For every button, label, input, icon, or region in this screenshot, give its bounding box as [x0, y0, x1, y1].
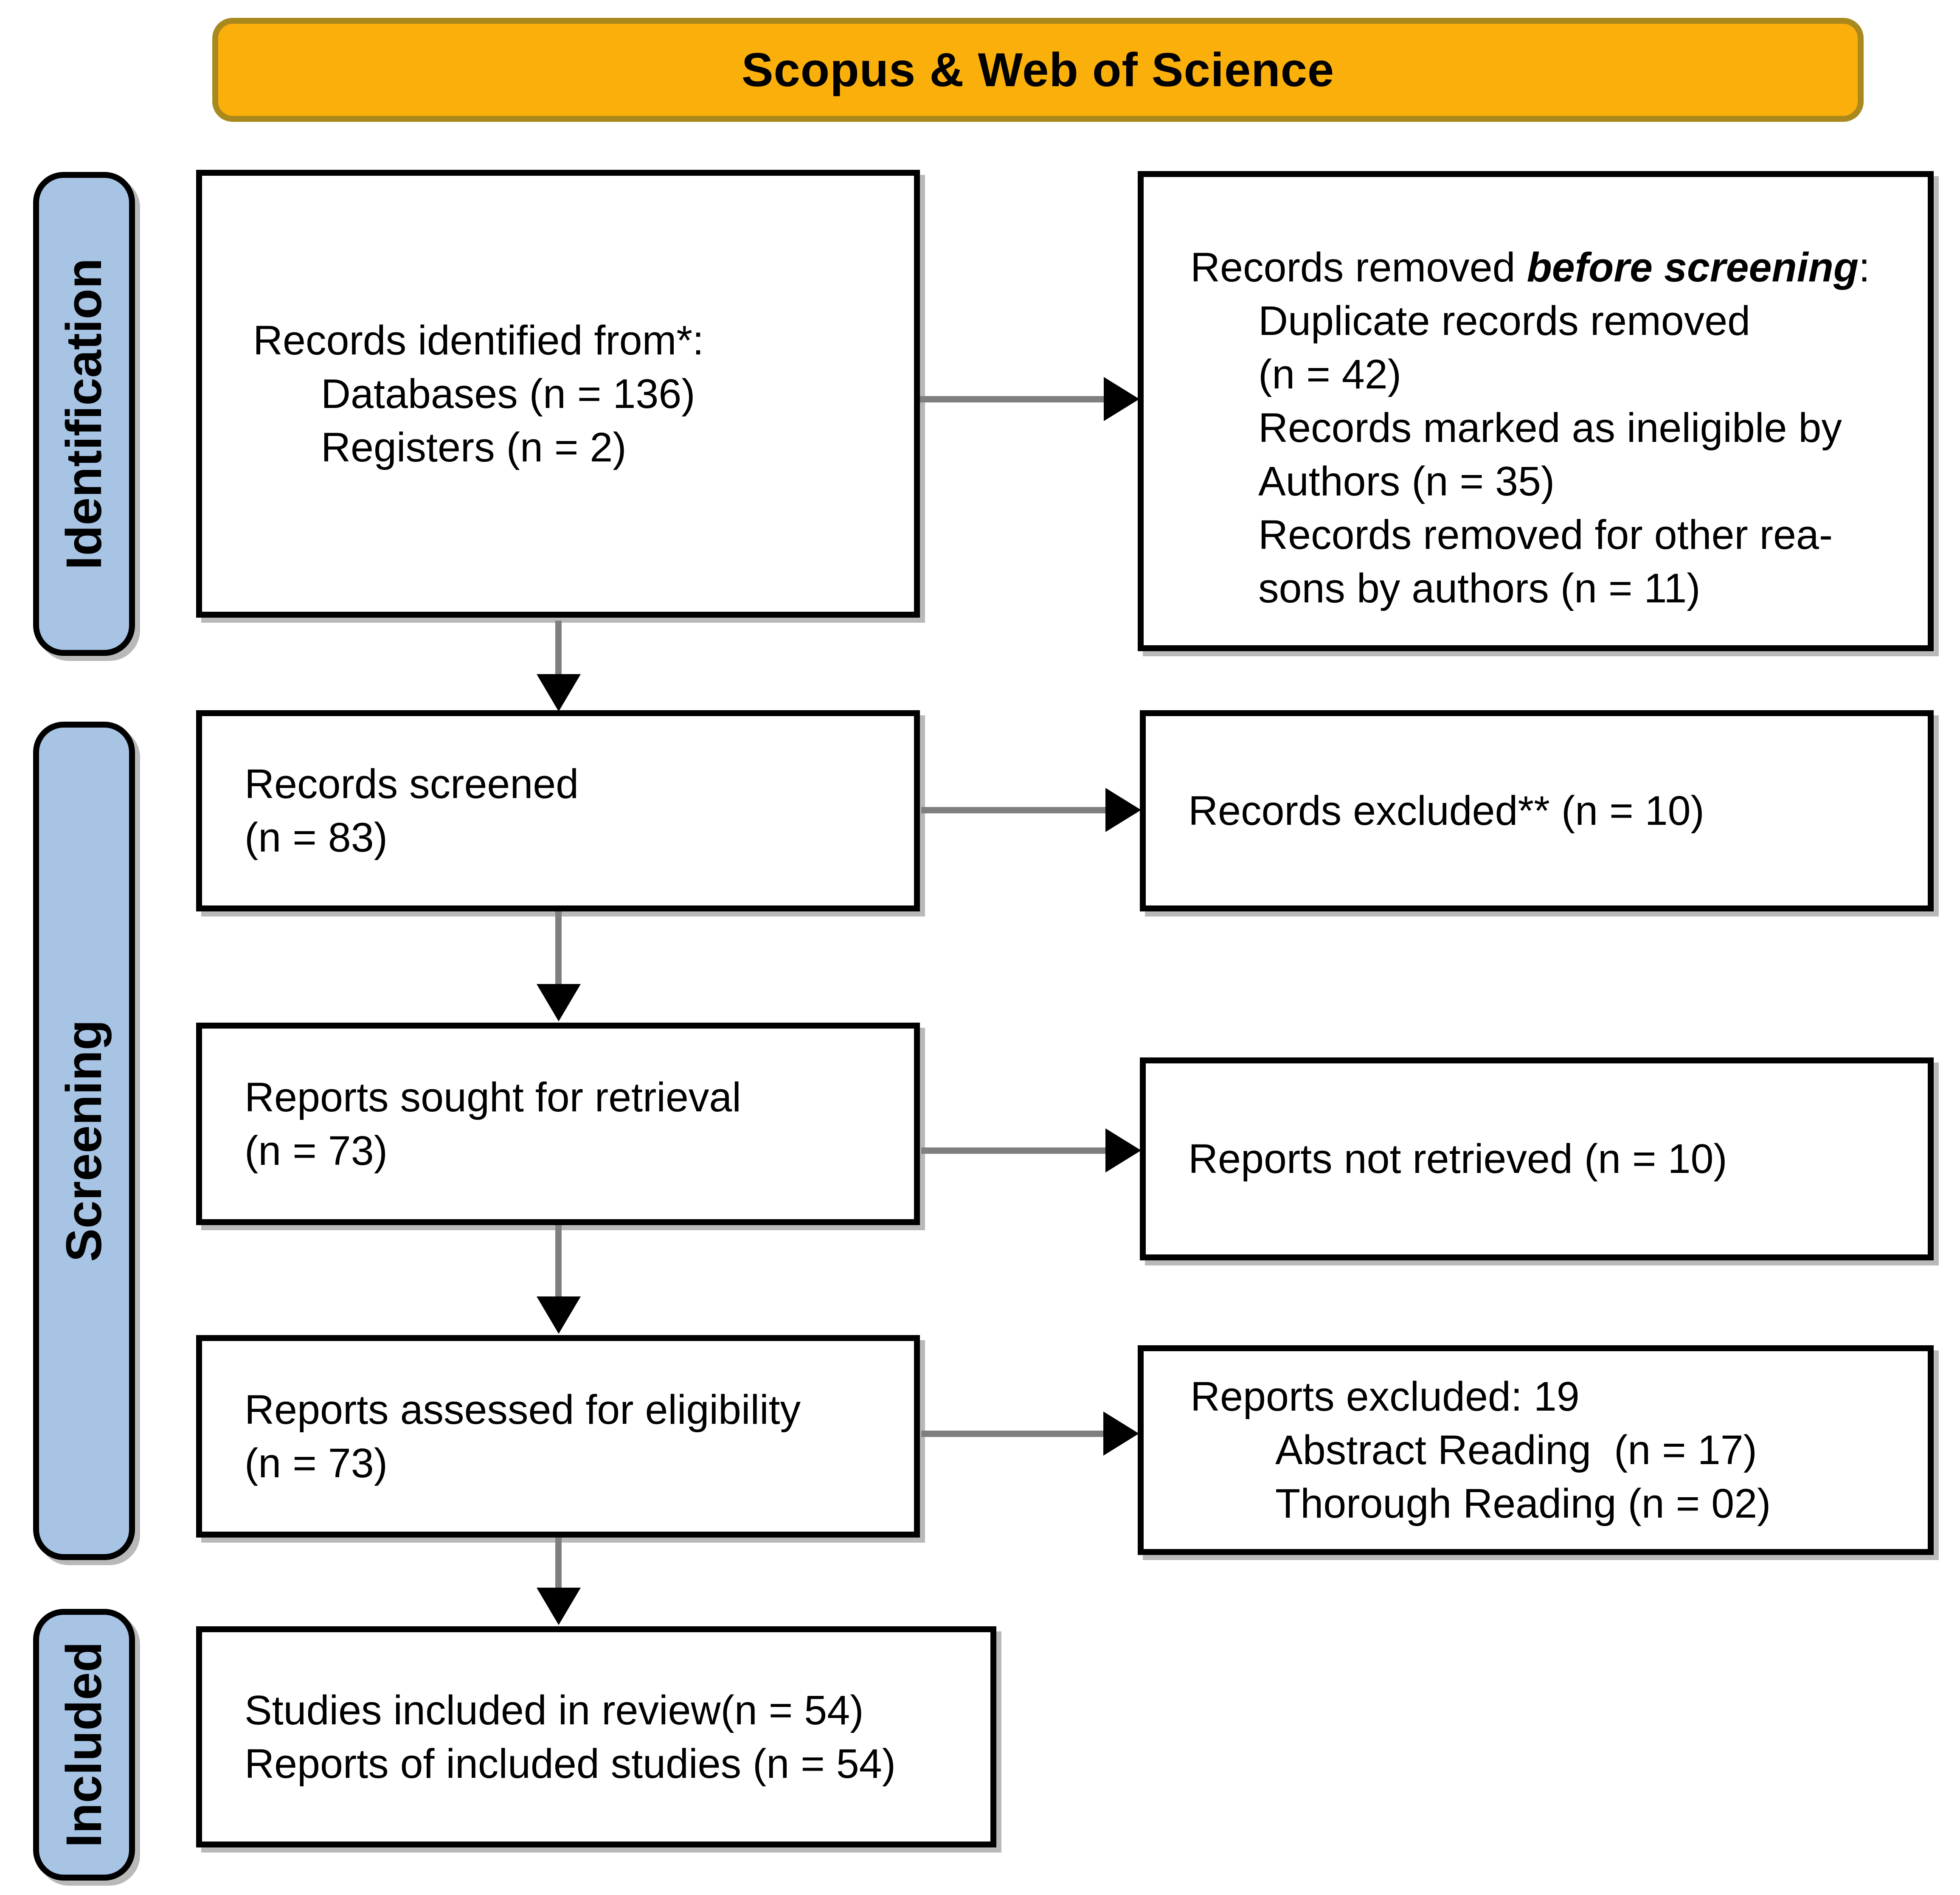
- stage-identification-label: Identification: [56, 258, 112, 570]
- arrow-screened-to-sought-shaft: [555, 911, 562, 986]
- records-removed-line5: Authors (n = 35): [1258, 458, 1555, 504]
- arrow-screened-to-excluded-head: [1105, 788, 1141, 832]
- arrow-screened-to-excluded-shaft: [921, 807, 1112, 813]
- studies-included-line1: Studies included in review(n = 54): [245, 1687, 864, 1733]
- records-excluded-line1: Records excluded** (n = 10): [1188, 787, 1704, 834]
- arrow-sought-to-notretrieved-head: [1105, 1128, 1141, 1172]
- records-identified-line1: Records identified from*:: [253, 317, 704, 363]
- stage-identification: Identification: [33, 172, 135, 656]
- arrow-assessed-to-included-head: [537, 1588, 581, 1625]
- box-reports-excluded: Reports excluded: 19 Abstract Reading (n…: [1138, 1345, 1934, 1555]
- arrow-sought-to-assessed-head: [537, 1296, 581, 1334]
- stage-included: Included: [33, 1609, 135, 1881]
- arrow-identified-to-removed-head: [1104, 377, 1139, 421]
- box-records-identified: Records identified from*: Databases (n =…: [196, 170, 920, 618]
- box-reports-assessed: Reports assessed for eligibility (n = 73…: [196, 1335, 920, 1538]
- records-removed-line2: Duplicate records removed: [1258, 298, 1751, 344]
- box-records-excluded: Records excluded** (n = 10): [1140, 710, 1934, 911]
- arrow-assessed-to-reportsexcluded-head: [1103, 1411, 1139, 1456]
- banner-title: Scopus & Web of Science: [741, 43, 1335, 96]
- arrow-identified-to-removed-shaft: [920, 396, 1111, 402]
- reports-excluded-line3: Thorough Reading (n = 02): [1275, 1480, 1771, 1527]
- reports-assessed-line2: (n = 73): [245, 1440, 388, 1486]
- reports-excluded-line2: Abstract Reading (n = 17): [1275, 1427, 1757, 1473]
- records-removed-line1-italic: before screening: [1527, 244, 1859, 290]
- records-screened-line1: Records screened: [245, 761, 579, 807]
- arrow-identified-to-screened-shaft: [555, 621, 562, 676]
- reports-sought-line1: Reports sought for retrieval: [245, 1074, 741, 1120]
- source-banner: Scopus & Web of Science: [212, 18, 1864, 122]
- reports-excluded-line1: Reports excluded: 19: [1190, 1373, 1580, 1420]
- records-removed-line4: Records marked as ineligible by: [1258, 405, 1842, 451]
- records-screened-line2: (n = 83): [245, 814, 388, 860]
- records-identified-line3: Registers (n = 2): [321, 424, 627, 470]
- records-removed-line1: Records removed before screening:: [1190, 241, 1911, 294]
- records-removed-line3: (n = 42): [1258, 351, 1401, 397]
- reports-assessed-line1: Reports assessed for eligibility: [245, 1386, 801, 1433]
- box-records-screened: Records screened (n = 83): [196, 710, 920, 911]
- arrow-assessed-to-included-shaft: [555, 1538, 562, 1589]
- stage-screening-label: Screening: [56, 1020, 112, 1262]
- arrow-sought-to-assessed-shaft: [555, 1225, 562, 1298]
- arrow-screened-to-sought-head: [537, 984, 581, 1021]
- records-removed-line1-suffix: :: [1859, 244, 1870, 290]
- arrow-sought-to-notretrieved-shaft: [921, 1147, 1112, 1154]
- reports-sought-line2: (n = 73): [245, 1127, 388, 1174]
- box-studies-included: Studies included in review(n = 54) Repor…: [196, 1626, 996, 1847]
- studies-included-line2: Reports of included studies (n = 54): [245, 1740, 896, 1787]
- stage-included-label: Included: [56, 1642, 112, 1848]
- records-removed-line7: sons by authors (n = 11): [1258, 565, 1701, 611]
- records-removed-line1-prefix: Records removed: [1190, 244, 1527, 290]
- box-reports-sought: Reports sought for retrieval (n = 73): [196, 1023, 920, 1225]
- arrow-identified-to-screened-head: [537, 674, 581, 711]
- records-identified-line2: Databases (n = 136): [321, 370, 695, 417]
- records-removed-line6: Records removed for other rea-: [1258, 512, 1833, 558]
- stage-screening: Screening: [33, 722, 135, 1560]
- box-records-removed: Records removed before screening: Duplic…: [1138, 171, 1934, 651]
- box-reports-not-retrieved: Reports not retrieved (n = 10): [1140, 1057, 1934, 1260]
- arrow-assessed-to-reportsexcluded-shaft: [921, 1431, 1110, 1437]
- reports-not-retrieved-line1: Reports not retrieved (n = 10): [1188, 1136, 1727, 1182]
